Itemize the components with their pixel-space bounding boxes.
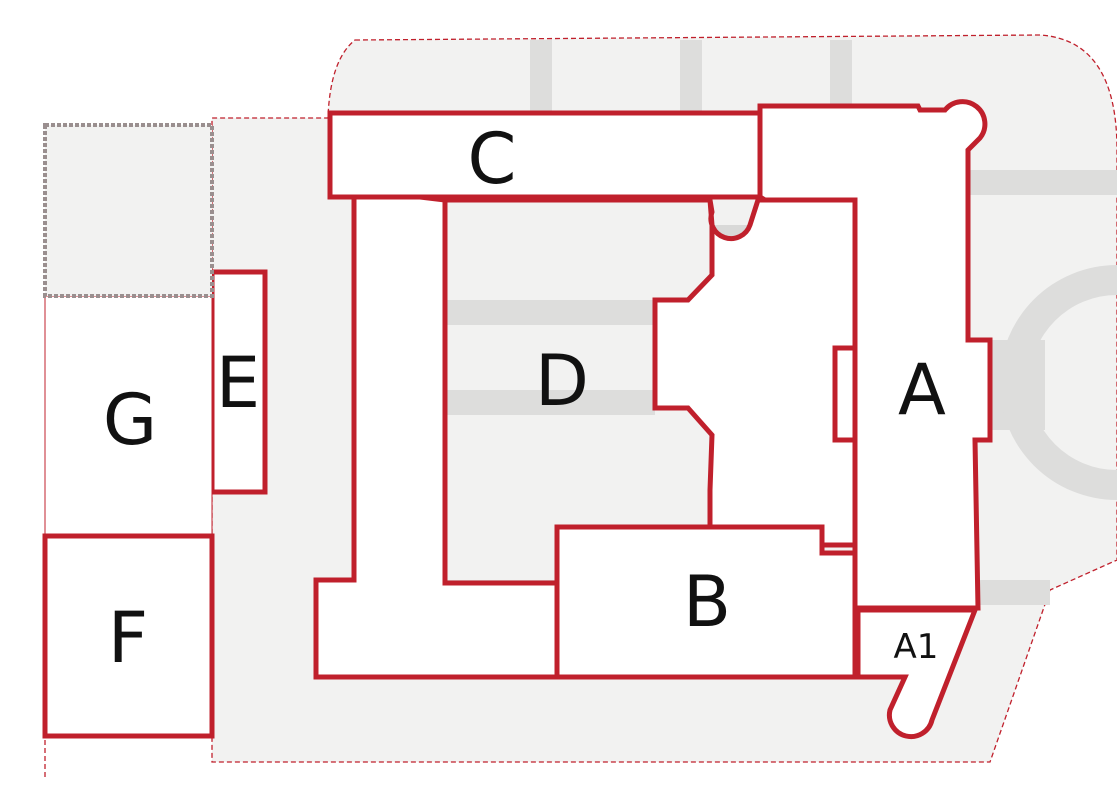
label-building-b: B <box>683 561 731 643</box>
label-building-a: A <box>898 349 946 431</box>
label-building-e: E <box>216 342 260 424</box>
building-c[interactable] <box>327 110 766 200</box>
label-building-c: C <box>468 118 517 200</box>
label-building-g: G <box>103 379 157 461</box>
building-d[interactable] <box>445 197 858 548</box>
building-g[interactable] <box>44 295 213 537</box>
planned-plot <box>43 123 214 298</box>
building-west-wing[interactable] <box>313 113 560 680</box>
label-building-a1: A1 <box>894 627 939 667</box>
circular-plaza <box>999 265 1117 500</box>
label-building-f: F <box>108 597 148 679</box>
label-building-d: D <box>535 340 589 422</box>
building-a1[interactable] <box>855 607 979 740</box>
building-f[interactable] <box>42 533 215 739</box>
building-b[interactable] <box>554 524 858 680</box>
